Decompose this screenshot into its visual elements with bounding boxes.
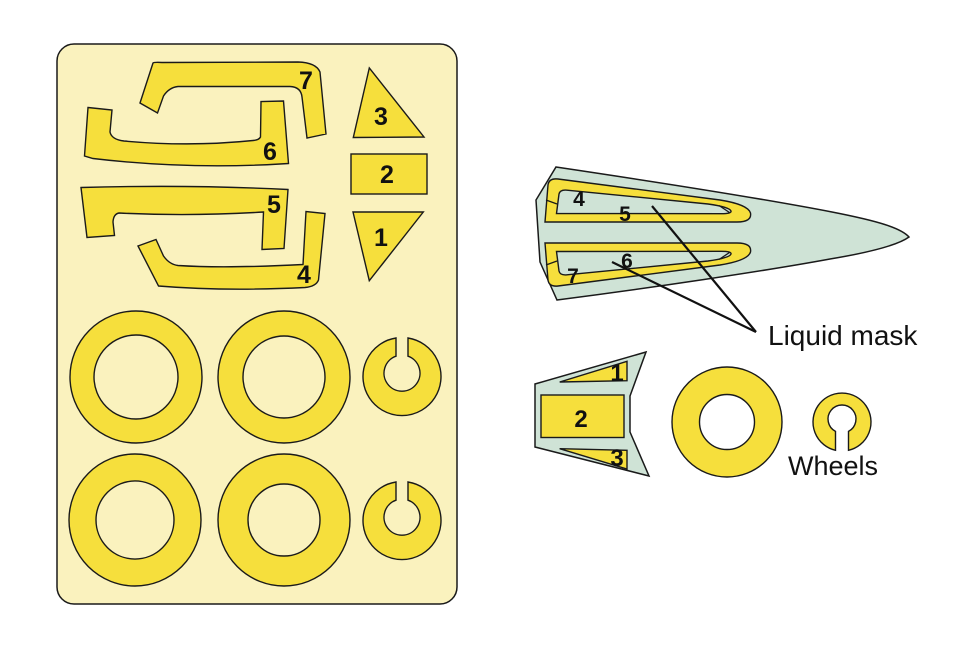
wheel-ring-mask-bottom-left	[68, 453, 202, 587]
wheel-ring-mask-top-middle	[217, 310, 351, 444]
windscreen-placement-diagram: 1 2 3	[534, 350, 651, 478]
liquid-mask-caption: Liquid mask	[768, 320, 918, 351]
canopy-frame-band-upper	[544, 178, 752, 223]
windscreen-mask-2	[540, 394, 625, 439]
liquid-mask-pointer-line-lower	[611, 261, 757, 333]
canopy-frame-number-6: 6	[621, 250, 633, 273]
wheel-mask-demo-hub	[812, 392, 872, 452]
mask-strip-7	[139, 61, 327, 139]
canopy-frame-number-5: 5	[619, 203, 631, 226]
mask-triangle-3	[352, 66, 426, 139]
frame-band-lower-path	[544, 242, 752, 287]
mask-rectangle-2	[350, 153, 428, 195]
wheels-caption: Wheels	[788, 451, 878, 481]
part-number-7: 7	[299, 67, 313, 95]
wheel-hub-mask-bottom	[362, 481, 442, 561]
windscreen-mask-1	[559, 360, 628, 383]
part-number-3: 3	[374, 103, 388, 131]
part-number-6: 6	[263, 138, 277, 166]
mask-strip-6	[83, 100, 290, 167]
frame-band-upper-path	[544, 178, 752, 223]
canopy-placement-diagram: 4 5 6 7 Liquid mask	[535, 166, 918, 351]
mask-strip-4	[137, 210, 326, 290]
wheel-mask-demo-ring	[671, 366, 783, 478]
mask-strip-5	[80, 185, 289, 251]
canopy-frame-band-lower	[544, 242, 752, 287]
windscreen-mask-3	[559, 448, 628, 470]
canopy-frame-number-7: 7	[567, 265, 579, 288]
windscreen-number-3: 3	[610, 445, 623, 472]
masking-sheet: 7 6 5 4 3 2 1	[56, 43, 458, 605]
wheel-ring-mask-bottom-middle	[217, 453, 351, 587]
part-number-4: 4	[297, 261, 311, 289]
part-number-5: 5	[267, 191, 281, 219]
canopy-top-view	[535, 166, 911, 301]
part-number-1: 1	[374, 224, 388, 252]
windscreen-number-2: 2	[574, 406, 587, 433]
frame-divider-tick-lower-left	[545, 260, 558, 266]
windscreen-number-1: 1	[610, 360, 623, 387]
wheel-ring-mask-top-left	[69, 310, 203, 444]
canopy-frame-number-4: 4	[573, 188, 585, 211]
part-number-2: 2	[380, 161, 394, 189]
mask-triangle-1	[352, 211, 425, 283]
wheels-placement-diagram: Wheels	[671, 366, 878, 481]
frame-divider-tick-lower-right	[718, 251, 730, 261]
wheel-hub-mask-top	[362, 337, 442, 417]
liquid-mask-pointer-line-upper	[651, 205, 757, 333]
frame-divider-tick-upper-left	[545, 199, 558, 205]
frame-divider-tick-upper-right	[718, 204, 730, 214]
